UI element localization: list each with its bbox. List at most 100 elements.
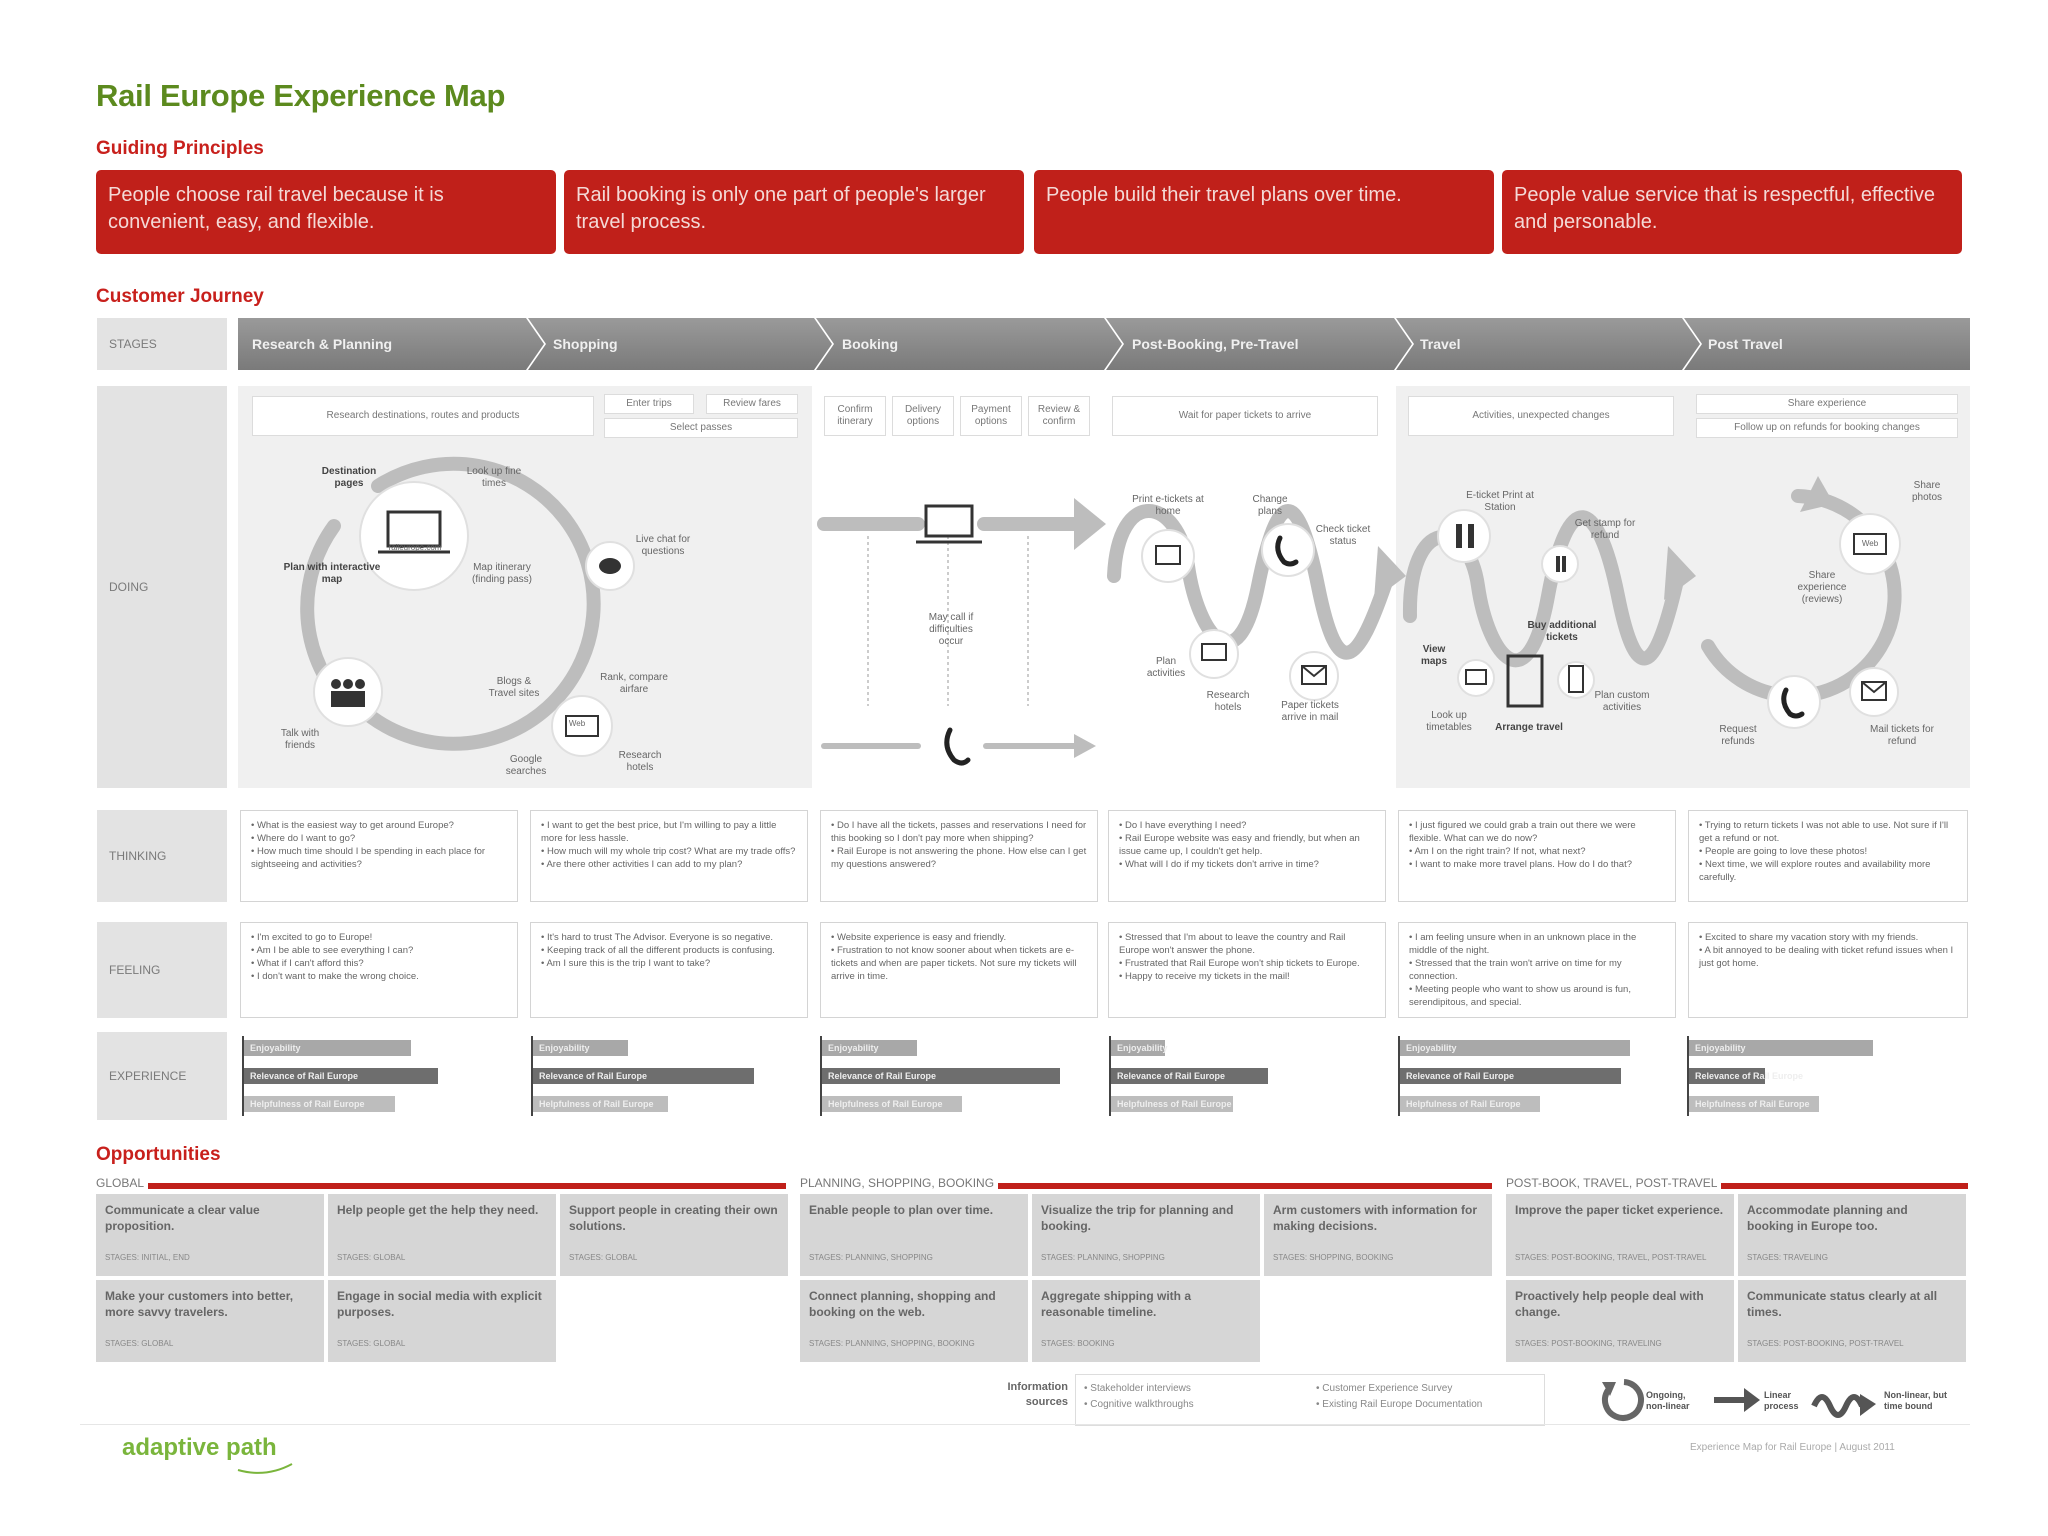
- experience-bar: Enjoyability: [822, 1040, 917, 1056]
- feeling-box: • Stressed that I'm about to leave the c…: [1108, 922, 1386, 1018]
- experience-bar: Helpfulness of Rail Europe: [1400, 1096, 1540, 1112]
- laptop-icon-circle: [1457, 659, 1495, 697]
- experience-bar: Relevance of Rail Europe: [1400, 1068, 1621, 1084]
- logo-swoosh-icon: [237, 1463, 293, 1474]
- cycle-legend-icon: [1602, 1382, 1616, 1396]
- sources-label: Information sources: [1007, 1381, 1069, 1408]
- card-stages: STAGES: Post-Booking, Post-Travel: [1747, 1339, 1904, 1348]
- arrow-head: [1074, 734, 1096, 758]
- card-stages: STAGES: Global: [337, 1253, 406, 1262]
- caption: Look up timetables: [1426, 710, 1472, 733]
- experience-bar: Helpfulness of Rail Europe: [533, 1096, 668, 1112]
- laptop-icon: [386, 510, 442, 548]
- caption: Rank, compare airfare: [600, 672, 668, 695]
- group-stripe: [800, 1183, 1492, 1189]
- mail-icon: [1861, 681, 1887, 694]
- card-stages: STAGES: Post-Booking, Traveling: [1515, 1339, 1662, 1348]
- source-item: • Customer Experience Survey: [1316, 1383, 1453, 1394]
- source-item: • Existing Rail Europe Documentation: [1316, 1399, 1483, 1410]
- row-label-experience: EXPERIENCE: [97, 1032, 227, 1120]
- squiggle-legend-icon: [1811, 1394, 1865, 1418]
- caption: Share experience (reviews): [1797, 570, 1847, 605]
- squiggle-arrow: [1107, 504, 1395, 660]
- caption: View maps: [1420, 644, 1448, 667]
- stage-arrow: [528, 318, 832, 370]
- experience-axis: [242, 1036, 244, 1116]
- caption: Plan with interactive map: [283, 562, 381, 585]
- legend: [1601, 1379, 1876, 1421]
- doing-box: Research destinations, routes and produc…: [252, 396, 594, 436]
- adaptive-path-logo: adaptive path: [122, 1434, 277, 1461]
- stage-arrow: [816, 318, 1122, 370]
- group-stripe: [96, 1183, 786, 1189]
- stage-arrow: [1396, 318, 1700, 370]
- stage-label: Post Travel: [1708, 336, 1783, 352]
- experience-axis: [1687, 1036, 1689, 1116]
- card-stages: STAGES: Post-Booking, Travel, Post-Trave…: [1515, 1253, 1707, 1262]
- chat-icon: [599, 558, 621, 574]
- caption: Print e-tickets at home: [1132, 494, 1204, 517]
- group-stripe: [1506, 1183, 1968, 1189]
- doing-panel-travel-post: [1396, 386, 1970, 788]
- arrow-head: [1800, 476, 1834, 512]
- web-icon-circle: [1839, 513, 1901, 575]
- stage-label: Shopping: [553, 336, 618, 352]
- legend-label: Linear process: [1764, 1390, 1799, 1411]
- card-stages: STAGES: Global: [337, 1339, 406, 1348]
- caption: Look up fine times: [466, 466, 522, 489]
- caption: Blogs & Travel sites: [488, 676, 540, 699]
- caption: Buy additional tickets: [1527, 620, 1597, 643]
- caption: May call if difficulties occur: [928, 612, 974, 647]
- opportunity-card: Arm customers with information for makin…: [1264, 1194, 1492, 1276]
- stage-label: Booking: [842, 336, 898, 352]
- stage-label: Post-Booking, Pre-Travel: [1132, 336, 1299, 352]
- caption: Web: [1861, 539, 1879, 548]
- opportunities-heading: Opportunities: [96, 1144, 221, 1165]
- opportunity-card: Enable people to plan over time.STAGES: …: [800, 1194, 1028, 1276]
- arrow-head: [1074, 498, 1106, 550]
- experience-bar: Relevance of Rail Europe: [822, 1068, 1060, 1084]
- guiding-principles-heading: Guiding Principles: [96, 138, 264, 159]
- principle-card: People choose rail travel because it is …: [96, 170, 556, 254]
- caption: Talk with friends: [280, 728, 320, 751]
- doing-box: Review & confirm: [1028, 396, 1090, 436]
- caption: Change plans: [1252, 494, 1288, 517]
- doing-box: Share experience: [1696, 394, 1958, 414]
- experience-bar: Helpfulness of Rail Europe: [822, 1096, 962, 1112]
- cycle-arrow: [351, 456, 601, 751]
- card-stages: STAGES: Planning, Shopping: [1041, 1253, 1165, 1262]
- group-label: POST-BOOK, TRAVEL, POST-TRAVEL: [1506, 1176, 1722, 1190]
- card-stages: STAGES: Traveling: [1747, 1253, 1828, 1262]
- phone-icon-circle: [1767, 675, 1821, 729]
- thinking-box: • I want to get the best price, but I'm …: [530, 810, 808, 902]
- opportunity-card: Aggregate shipping with a reasonable tim…: [1032, 1280, 1260, 1362]
- opportunity-card: Make your customers into better, more sa…: [96, 1280, 324, 1362]
- footer-divider: [80, 1424, 1970, 1425]
- laptop-icon: [924, 504, 974, 538]
- credit-line: Experience Map for Rail Europe | August …: [1690, 1442, 1895, 1453]
- thinking-box: • Do I have everything I need? • Rail Eu…: [1108, 810, 1386, 902]
- ticket-icon-circle: [1437, 509, 1491, 563]
- phone-icon: [1781, 687, 1805, 719]
- source-item: • Cognitive walkthroughs: [1084, 1399, 1194, 1410]
- experience-axis: [531, 1036, 533, 1116]
- experience-bar: Relevance of Rail Europe: [1689, 1068, 1803, 1084]
- experience-axis: [1398, 1036, 1400, 1116]
- caption: Web: [568, 719, 586, 728]
- caption: Check ticket status: [1315, 524, 1371, 547]
- row-label-thinking: THINKING: [97, 810, 227, 902]
- page-title: Rail Europe Experience Map: [96, 78, 506, 113]
- doing-box: Follow up on refunds for booking changes: [1696, 418, 1958, 438]
- group-label: PLANNING, SHOPPING, BOOKING: [800, 1176, 999, 1190]
- caption: Destination pages: [321, 466, 377, 489]
- principle-card: Rail booking is only one part of people'…: [564, 170, 1024, 254]
- people-icon: [331, 691, 365, 707]
- doing-diagram: [300, 456, 1902, 766]
- feeling-box: • Website experience is easy and friendl…: [820, 922, 1098, 1018]
- doing-box: Enter trips: [604, 394, 694, 414]
- caption: Google searches: [505, 754, 547, 777]
- phone-icon: [944, 727, 971, 766]
- web-icon: [1853, 533, 1887, 555]
- card-stages: STAGES: Global: [569, 1253, 638, 1262]
- opportunity-card: Proactively help people deal with change…: [1506, 1280, 1734, 1362]
